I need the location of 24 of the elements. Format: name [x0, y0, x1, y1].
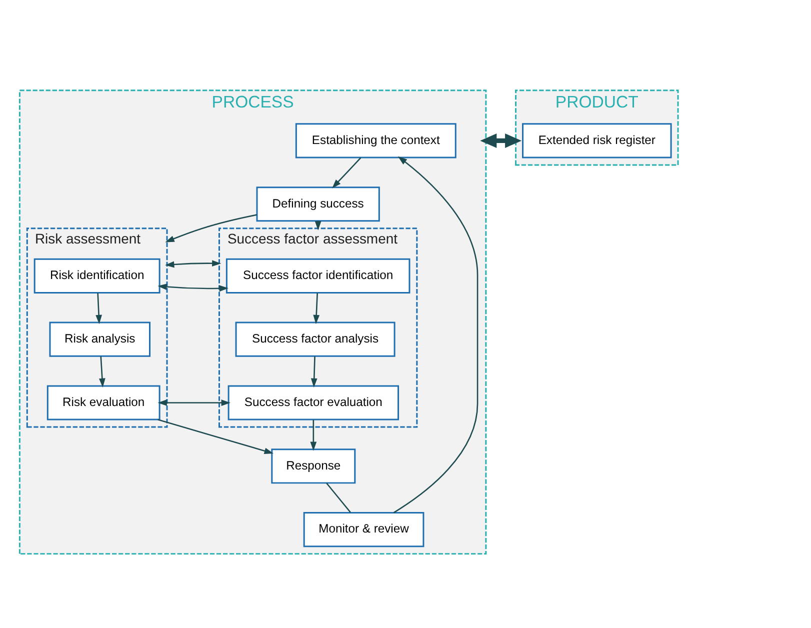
node-box: Success factor analysis	[235, 322, 396, 357]
node-box: Success factor evaluation	[228, 385, 400, 420]
node-box: Establishing the context	[295, 123, 456, 158]
arrow	[480, 133, 522, 148]
arrow	[165, 260, 222, 268]
node-box: Success factor identification	[226, 258, 410, 294]
connector	[326, 482, 351, 513]
arrow	[96, 293, 102, 324]
node-box: Risk identification	[34, 258, 160, 294]
node-box: Extended risk register	[522, 123, 672, 158]
arrow	[393, 156, 478, 514]
arrow	[165, 214, 257, 242]
node-box: Risk analysis	[49, 322, 150, 357]
node-box: Response	[271, 448, 356, 484]
node-box: Risk evaluation	[46, 385, 160, 420]
arrow	[313, 293, 320, 324]
arrow	[310, 420, 317, 451]
arrow	[310, 356, 318, 388]
arrow	[98, 356, 106, 388]
arrow	[332, 157, 362, 188]
arrow	[158, 400, 230, 406]
node-box: Monitor & review	[303, 512, 424, 548]
arrow	[158, 418, 274, 454]
arrow	[158, 284, 228, 292]
